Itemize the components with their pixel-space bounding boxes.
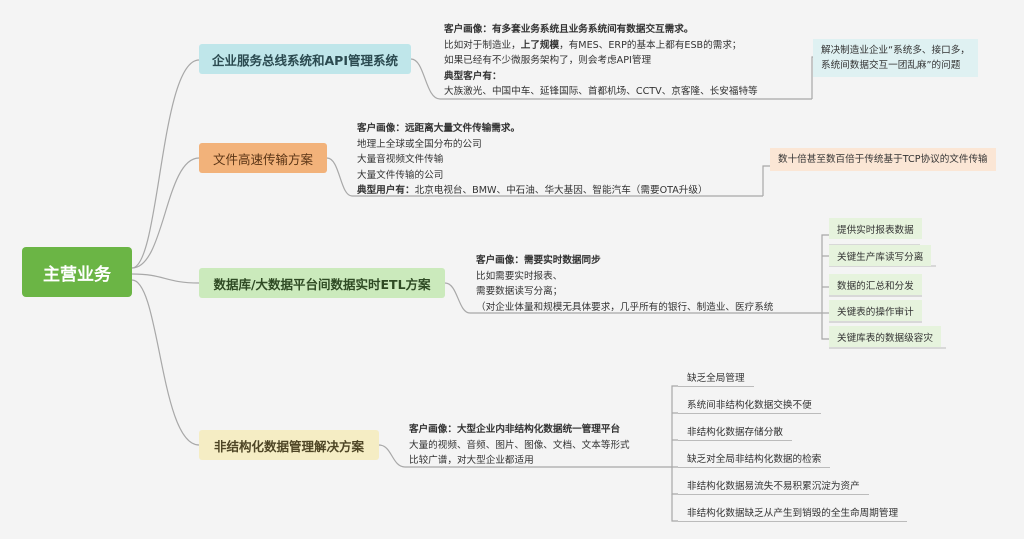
leaf-node[interactable]: 非结构化数据缺乏从产生到销毁的全生命周期管理 bbox=[678, 503, 908, 522]
branch-realtime-etl[interactable]: 数据库/大数据平台间数据实时ETL方案 bbox=[199, 268, 445, 298]
leaf-node[interactable]: 关键生产库读写分离 bbox=[829, 245, 932, 266]
branch-unstructured-data-description: 客户画像：大型企业内非结构化数据统一管理平台 大量的视频、音频、图片、图像、文档… bbox=[409, 422, 630, 469]
leaf-node[interactable]: 关键库表的数据级容灾 bbox=[829, 326, 941, 347]
root-node[interactable]: 主营业务 bbox=[22, 247, 132, 297]
note-line: 解决制造业企业“系统多、接口多， bbox=[821, 45, 970, 56]
leaf-node[interactable]: 非结构化数据易流失不易积累沉淀为资产 bbox=[678, 476, 869, 495]
leaf-node[interactable]: 提供实时报表数据 bbox=[829, 218, 922, 239]
desc-line: 比如对于制造业，上了规模，有MES、ERP的基本上都有ESB的需求； bbox=[444, 39, 742, 51]
desc-line: 大族激光、中国中车、延锋国际、首都机场、CCTV、京客隆、长安福特等 bbox=[444, 86, 758, 97]
desc-line: 典型客户有： bbox=[444, 70, 502, 82]
desc-line: 大量音视频文件传输 bbox=[357, 154, 444, 165]
desc-line: 需要数据读写分离； bbox=[476, 286, 563, 297]
desc-line: 大量的视频、音频、图片、图像、文档、文本等形式 bbox=[409, 439, 630, 451]
desc-line: 如果已经有不少微服务架构了，则会考虑API管理 bbox=[444, 55, 652, 66]
branch-esb-api-note[interactable]: 解决制造业企业“系统多、接口多， 系统间数据交互一团乱麻”的问题 bbox=[813, 39, 978, 77]
branch-esb-api-description: 客户画像：有多套业务系统且业务系统间有数据交互需求。 比如对于制造业，上了规模，… bbox=[444, 22, 758, 100]
leaf-node[interactable]: 系统间非结构化数据交换不便 bbox=[678, 395, 821, 414]
branch-esb-api[interactable]: 企业服务总线系统和API管理系统 bbox=[199, 44, 411, 74]
leaf-node[interactable]: 非结构化数据存储分散 bbox=[678, 422, 792, 441]
desc-line: 客户画像：大型企业内非结构化数据统一管理平台 bbox=[409, 424, 621, 435]
desc-line: 大量文件传输的公司 bbox=[357, 169, 444, 181]
desc-line: （对企业体量和规模无具体要求，几乎所有的银行、制造业、医疗系统 bbox=[476, 301, 774, 313]
branch-file-transfer[interactable]: 文件高速传输方案 bbox=[199, 143, 327, 173]
branch-file-transfer-note[interactable]: 数十倍甚至数百倍于传统基于TCP协议的文件传输 bbox=[770, 148, 996, 171]
branch-unstructured-data[interactable]: 非结构化数据管理解决方案 bbox=[199, 430, 379, 460]
desc-line: 客户画像：远距离大量文件传输需求。 bbox=[357, 123, 521, 134]
leaf-node[interactable]: 关键表的操作审计 bbox=[829, 300, 922, 321]
desc-line: 客户画像：有多套业务系统且业务系统间有数据交互需求。 bbox=[444, 24, 694, 35]
desc-line: 地理上全球或全国分布的公司 bbox=[357, 138, 482, 150]
leaf-node[interactable]: 缺乏对全局非结构化数据的检索 bbox=[678, 449, 831, 468]
desc-line: 典型用户有：北京电视台、BMW、中石油、华大基因、智能汽车（需要OTA升级） bbox=[357, 185, 708, 196]
desc-line: 客户画像：需要实时数据同步 bbox=[476, 255, 601, 266]
note-line: 系统间数据交互一团乱麻”的问题 bbox=[821, 60, 961, 71]
leaf-node[interactable]: 缺乏全局管理 bbox=[678, 368, 754, 387]
branch-realtime-etl-description: 客户画像：需要实时数据同步 比如需要实时报表、 需要数据读写分离； （对企业体量… bbox=[476, 253, 773, 315]
desc-line: 比如需要实时报表、 bbox=[476, 270, 563, 282]
desc-line: 比较广谱，对大型企业都适用 bbox=[409, 455, 534, 466]
leaf-node[interactable]: 数据的汇总和分发 bbox=[829, 274, 922, 295]
branch-file-transfer-description: 客户画像：远距离大量文件传输需求。 地理上全球或全国分布的公司 大量音视频文件传… bbox=[357, 121, 708, 199]
